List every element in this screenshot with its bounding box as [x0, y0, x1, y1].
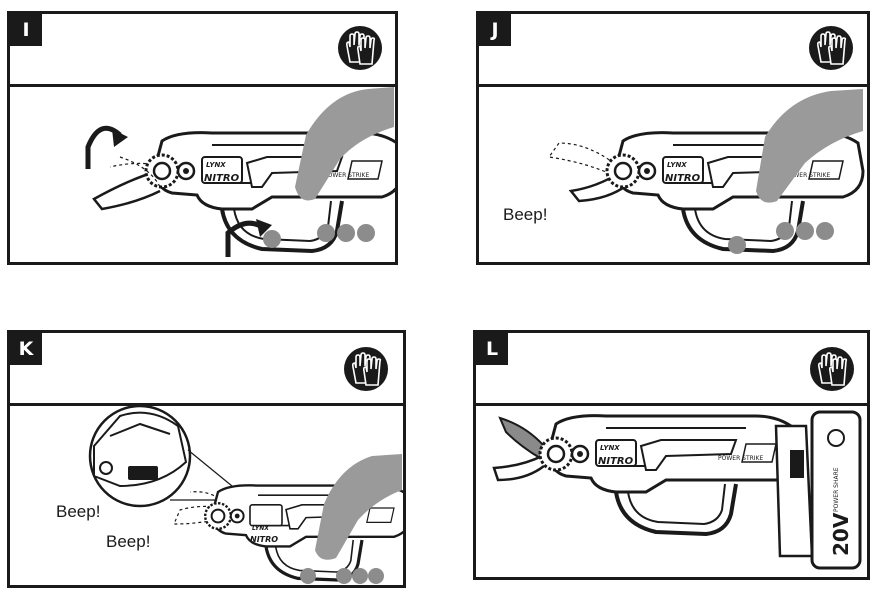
rotate-arrow-icon — [225, 220, 264, 257]
panel-illustration: NITRO LYNX Beep! Beep! — [10, 406, 403, 585]
indicator-dot — [317, 224, 335, 242]
trigger-dot — [728, 236, 746, 254]
brand-label: LYNX — [252, 525, 269, 532]
battery-pack: 20V POWER SHARE — [774, 410, 862, 570]
trigger-dot — [263, 230, 281, 248]
panel-step-k: K NITRO LYNX — [7, 330, 406, 588]
panel-header: J — [479, 14, 867, 87]
panel-step-i: I NITRO LYNX POWER STRIKE — [7, 11, 398, 265]
gloves-icon — [809, 26, 853, 70]
model-label: NITRO — [665, 173, 701, 184]
finger — [756, 89, 863, 203]
panel-step-j: J NITRO LYNX POWER STRIKE Beep! — [476, 11, 870, 265]
beep-text: Beep! — [56, 502, 101, 521]
panel-illustration: NITRO LYNX POWER STRIKE 20V POWER SHARE — [476, 406, 867, 577]
brand-label: LYNX — [600, 444, 620, 452]
model-label: NITRO — [204, 173, 240, 184]
powerstrike-label: POWER STRIKE — [785, 172, 830, 179]
gloves-icon — [344, 347, 388, 391]
beep-text: Beep! — [503, 205, 548, 224]
indicator-dot — [357, 224, 375, 242]
blade-ghost — [547, 142, 620, 178]
indicator-dot — [352, 568, 368, 584]
gloves-icon — [810, 347, 854, 391]
step-letter: L — [476, 333, 508, 365]
beep-text: Beep! — [106, 532, 151, 551]
blade — [492, 454, 545, 482]
battery-brand: POWER SHARE — [833, 467, 840, 512]
panel-illustration: NITRO LYNX POWER STRIKE — [10, 87, 395, 262]
finger — [295, 87, 394, 201]
panel-header: L — [476, 333, 867, 406]
indicator-dot — [336, 568, 352, 584]
gloves-icon — [338, 26, 382, 70]
blade — [92, 169, 161, 211]
indicator-dot — [816, 222, 834, 240]
step-letter: K — [10, 333, 42, 365]
finger — [315, 454, 402, 560]
panel-header: I — [10, 14, 395, 87]
panel-header: K — [10, 333, 403, 406]
step-letter: J — [479, 14, 511, 46]
step-letter: I — [10, 14, 42, 46]
trigger-dot — [300, 568, 316, 584]
model-label: NITRO — [250, 535, 278, 544]
indicator-dot — [337, 224, 355, 242]
blade-highlight — [498, 416, 546, 460]
powerstrike-label: POWER STRIKE — [324, 172, 369, 179]
brand-label: LYNX — [667, 161, 687, 169]
blade-ghost — [109, 162, 159, 168]
panel-illustration: NITRO LYNX POWER STRIKE Beep! — [479, 87, 867, 262]
indicator-dot — [796, 222, 814, 240]
indicator-dot — [368, 568, 384, 584]
indicator-dot — [776, 222, 794, 240]
panel-step-l: L NITRO LYNX POWER STRIKE 20V POWER SHAR… — [473, 330, 870, 580]
battery-voltage: 20V — [829, 512, 853, 556]
model-label: NITRO — [598, 456, 634, 467]
brand-label: LYNX — [206, 161, 226, 169]
magnified-detail — [88, 406, 233, 508]
powerstrike-label: POWER STRIKE — [718, 455, 763, 462]
